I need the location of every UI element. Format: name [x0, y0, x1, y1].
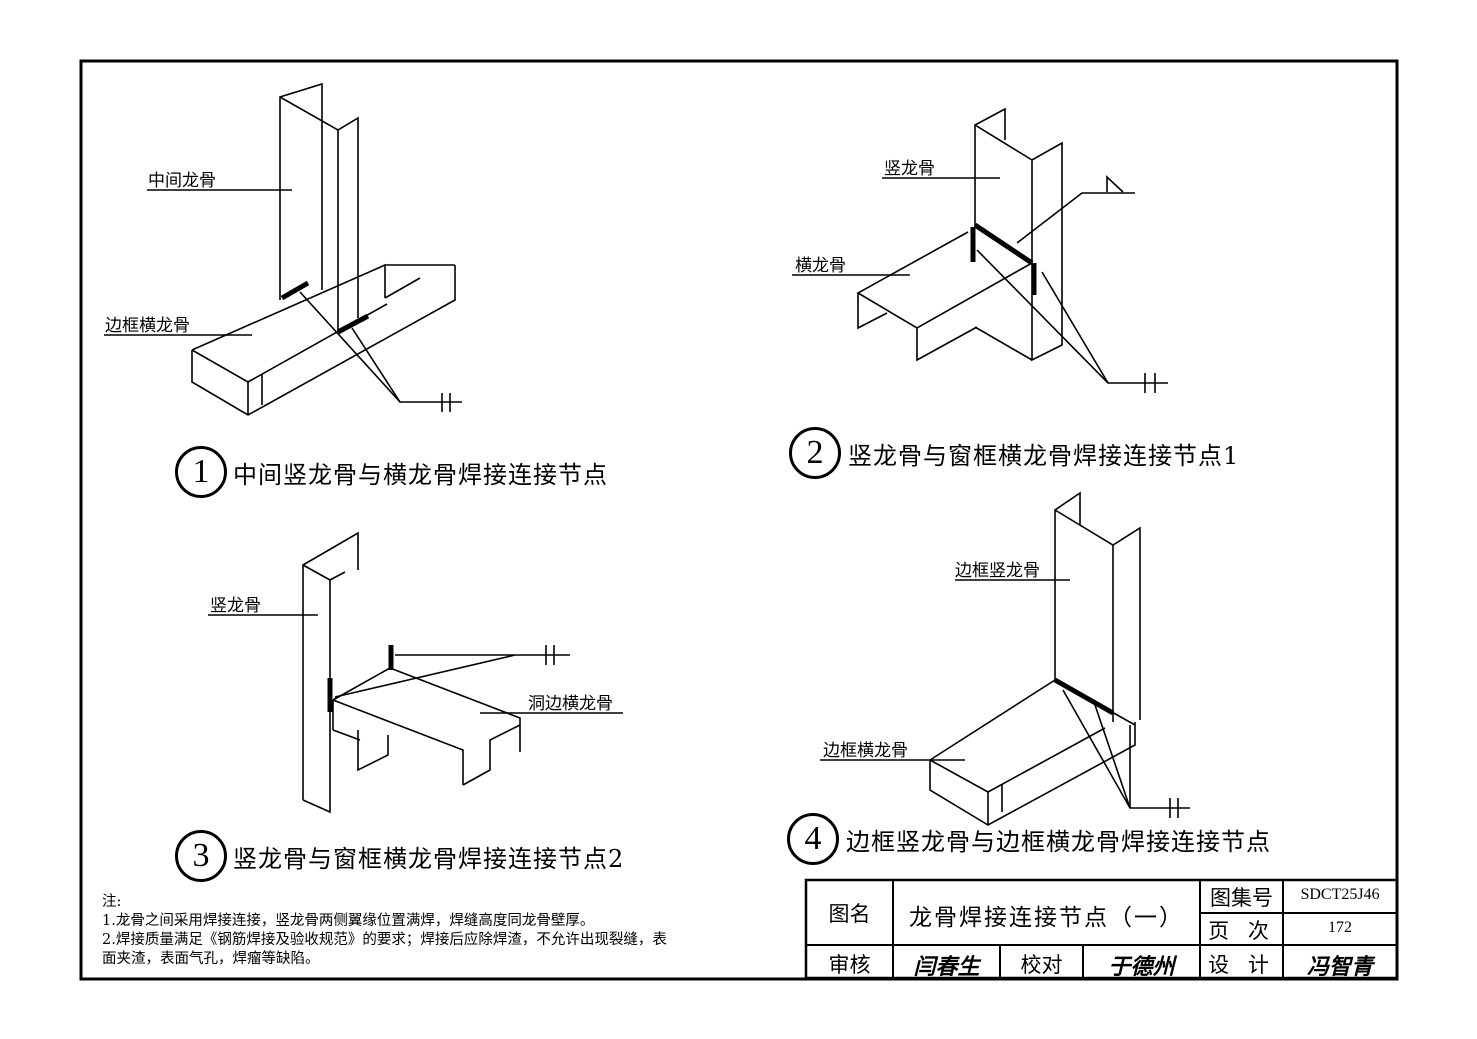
label-middle-stud: 中间龙骨 [148, 171, 216, 191]
label-opening-horizontal-stud: 洞边横龙骨 [528, 694, 613, 714]
notes: 注: 1.龙骨之间采用焊接连接，竖龙骨两侧翼缘位置满焊，焊缝高度同龙骨壁厚。 2… [102, 893, 667, 969]
check-label: 校对 [1020, 953, 1063, 977]
page-label: 页 次 [1208, 919, 1275, 943]
page-number: 172 [1328, 919, 1352, 936]
detail-caption-4: 边框竖龙骨与边框横龙骨焊接连接节点 [846, 828, 1271, 856]
label-edge-horizontal-stud: 边框横龙骨 [823, 741, 908, 761]
atlas-number-label: 图集号 [1210, 886, 1273, 910]
note-item: 2.焊接质量满足《钢筋焊接及验收规范》的要求；焊接后应除焊渣，不允许出现裂缝，表 [102, 932, 667, 948]
detail-number-3: 3 [175, 830, 227, 882]
design-label: 设 计 [1208, 953, 1275, 977]
detail-4-drawing [820, 491, 1190, 826]
review-label: 审核 [828, 953, 871, 977]
check-signature: 于德州 [1108, 954, 1175, 979]
detail-3-drawing [208, 531, 623, 814]
drawing-name: 龙骨焊接连接节点（一） [909, 905, 1184, 931]
detail-caption-3: 竖龙骨与窗框横龙骨焊接连接节点2 [233, 845, 625, 873]
label-vertical-stud: 竖龙骨 [210, 596, 261, 616]
atlas-number: SDCT25J46 [1300, 886, 1380, 903]
detail-number-2: 2 [789, 427, 841, 479]
notes-heading: 注: [102, 894, 122, 910]
review-signature: 闫春生 [913, 954, 980, 979]
detail-1-drawing [104, 82, 462, 416]
detail-caption-1: 中间竖龙骨与横龙骨焊接连接节点 [233, 461, 608, 489]
detail-2-drawing [792, 107, 1168, 393]
label-edge-horizontal-stud: 边框横龙骨 [105, 316, 190, 336]
detail-number-4: 4 [787, 813, 839, 865]
detail-caption-2: 竖龙骨与窗框横龙骨焊接连接节点1 [848, 442, 1240, 470]
label-horizontal-stud: 横龙骨 [795, 256, 846, 276]
design-signature: 冯智青 [1306, 954, 1373, 979]
note-item: 面夹渣，表面气孔，焊瘤等缺陷。 [102, 951, 320, 967]
title-block-grid [804, 878, 1399, 980]
detail-number-1: 1 [175, 446, 227, 498]
sheet-frame [79, 59, 1399, 981]
label-vertical-stud: 竖龙骨 [884, 159, 935, 179]
note-item: 1.龙骨之间采用焊接连接，竖龙骨两侧翼缘位置满焊，焊缝高度同龙骨壁厚。 [102, 913, 595, 929]
drawing-name-label: 图名 [828, 902, 871, 926]
label-edge-vertical-stud: 边框竖龙骨 [955, 561, 1040, 581]
